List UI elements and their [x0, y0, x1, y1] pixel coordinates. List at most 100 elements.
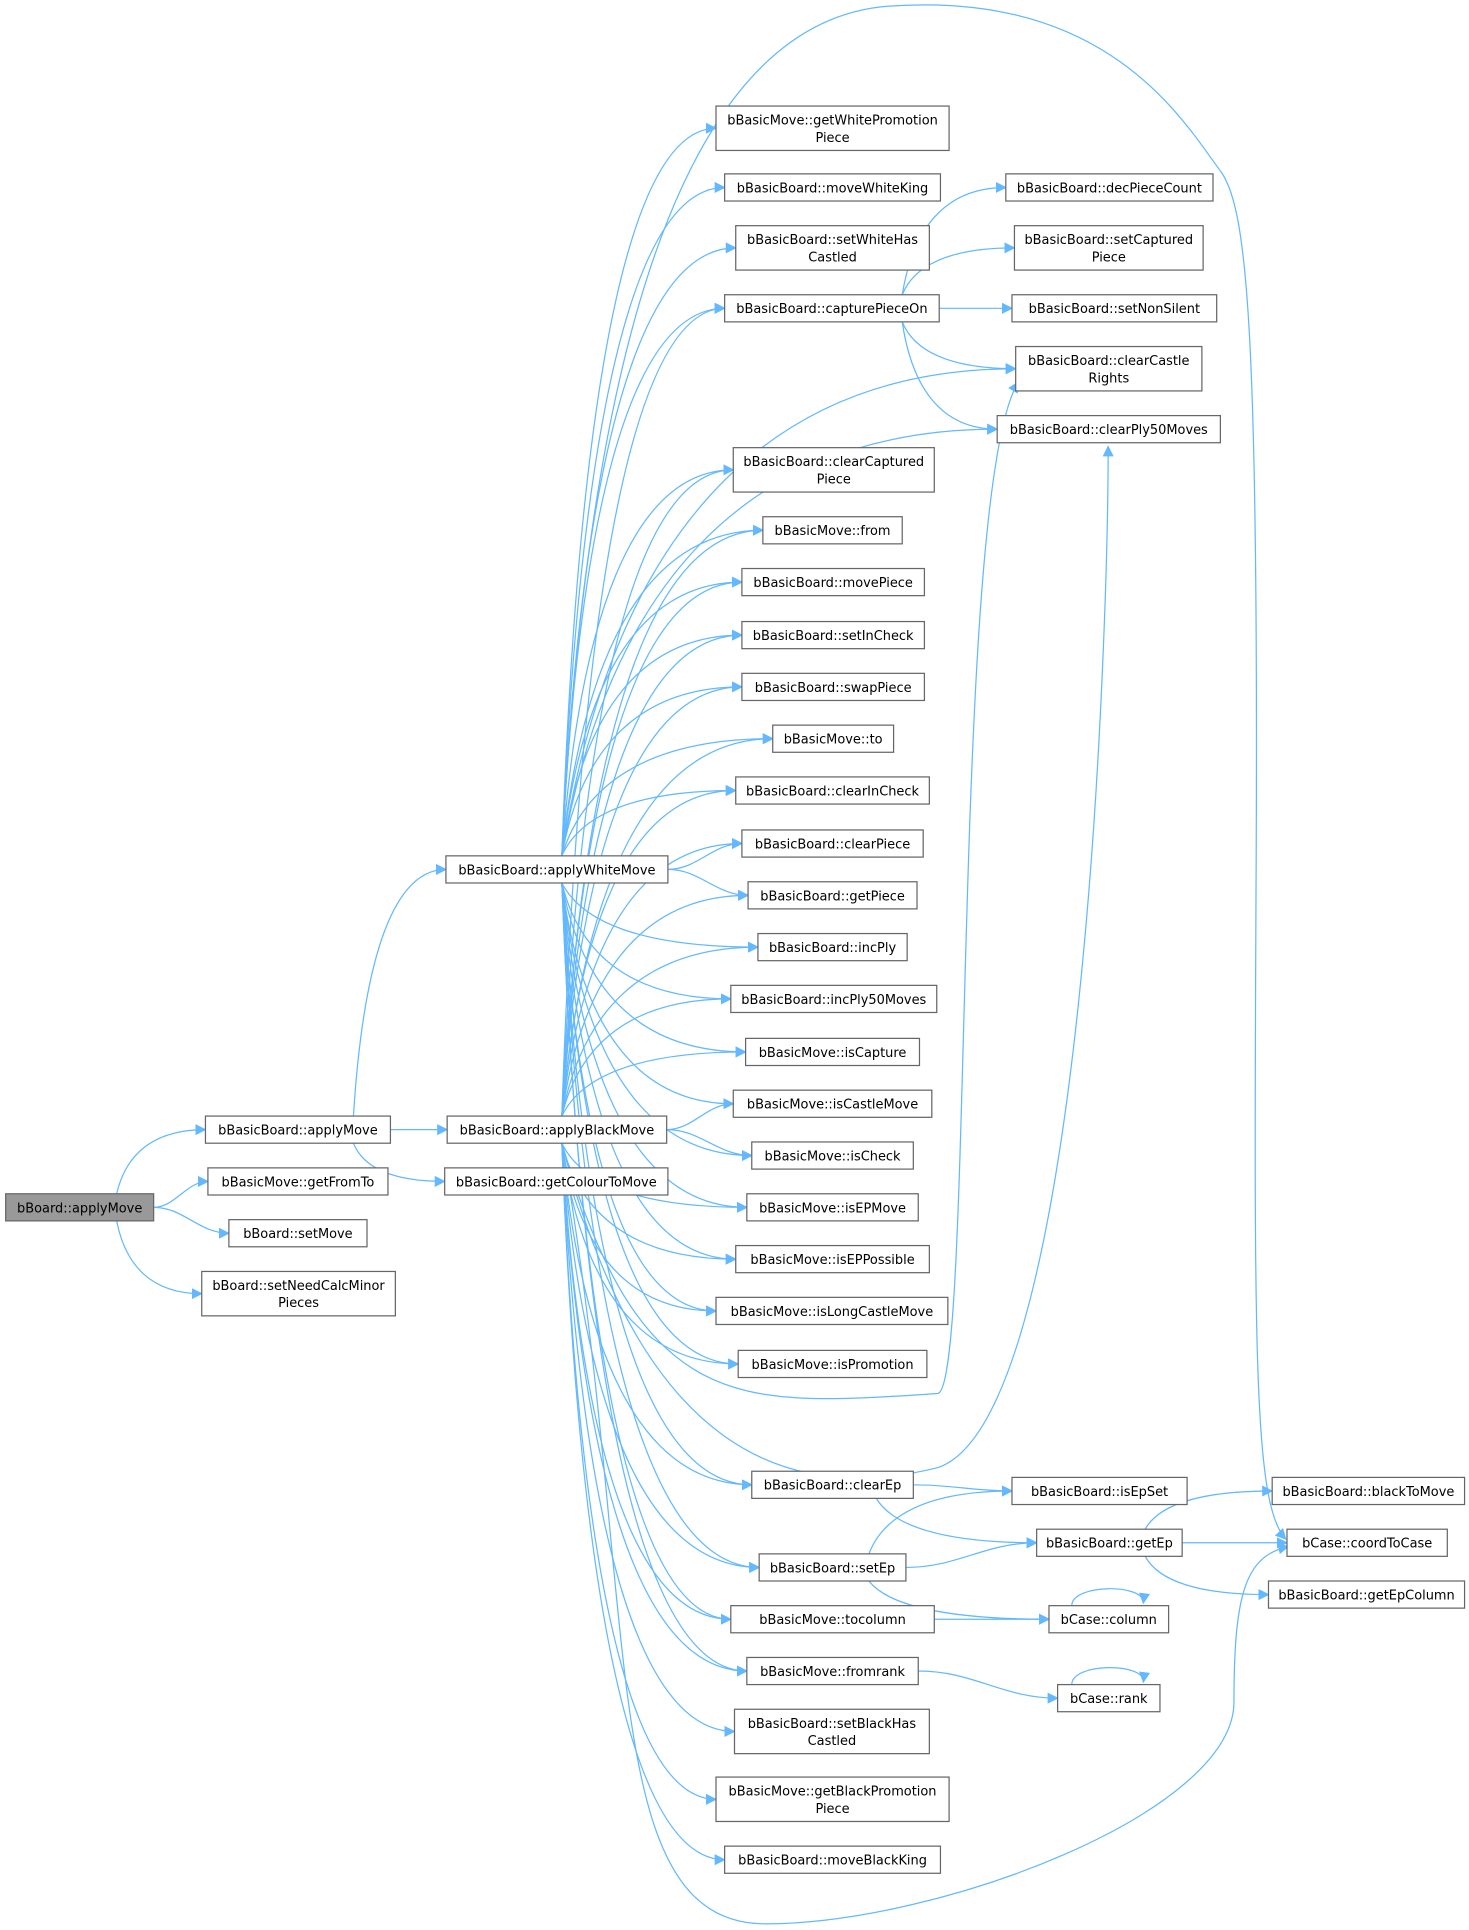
node-isEpSet[interactable]: bBasicBoard::isEpSet: [1011, 1476, 1188, 1506]
node-from[interactable]: bBasicMove::from: [762, 516, 903, 545]
edge-column-to-column: [1071, 1588, 1151, 1606]
node-setEp[interactable]: bBasicBoard::setEp: [758, 1553, 907, 1582]
node-setNonSilent[interactable]: bBasicBoard::setNonSilent: [1011, 294, 1218, 323]
node-box: [733, 1708, 930, 1755]
edge-applyBlack-to-clearPly50: [561, 445, 1114, 1479]
edge-applyWhite-to-clearPiece: [667, 837, 744, 871]
node-getEp[interactable]: bBasicBoard::getEp: [1036, 1528, 1183, 1557]
node-isCastleMove[interactable]: bBasicMove::isCastleMove: [732, 1089, 933, 1118]
node-blackToMove[interactable]: bBasicBoard::blackToMove: [1271, 1476, 1466, 1506]
edge-root-to-bbApplyMove: [116, 1124, 207, 1194]
edge-applyWhite-to-capturePieceOn: [561, 302, 726, 856]
edge-setEp-to-isEpSet: [868, 1485, 1014, 1555]
node-box: [446, 1115, 668, 1144]
node-getEpColumn[interactable]: bBasicBoard::getEpColumn: [1267, 1580, 1466, 1609]
node-rank[interactable]: bCase::rank: [1056, 1683, 1161, 1713]
node-box: [228, 1219, 368, 1248]
node-applyWhite[interactable]: bBasicBoard::applyWhiteMove: [445, 855, 669, 884]
node-getFromTo[interactable]: bBasicMove::getFromTo: [207, 1167, 389, 1196]
node-movePiece[interactable]: bBasicBoard::movePiece: [741, 567, 926, 597]
node-label: Piece: [817, 472, 851, 487]
edge-applyBlack-to-swapPiece: [561, 681, 744, 1117]
node-box: [1056, 1683, 1161, 1713]
node-clearInCheck[interactable]: bBasicBoard::clearInCheck: [735, 776, 930, 805]
edge-applyWhite-to-to: [561, 733, 774, 857]
node-clearPiece[interactable]: bBasicBoard::clearPiece: [741, 829, 924, 858]
node-label: bBasicBoard::applyWhiteMove: [458, 863, 655, 878]
node-isEPPossible[interactable]: bBasicMove::isEPPossible: [735, 1244, 930, 1274]
node-label: bBasicBoard::moveBlackKing: [738, 1854, 927, 1869]
node-box: [751, 1141, 914, 1170]
edge-applyBlack-to-moveBlackKing: [561, 1143, 726, 1866]
edge-setEp-to-getEp: [905, 1537, 1038, 1569]
node-column[interactable]: bCase::column: [1048, 1605, 1170, 1634]
node-isCheck[interactable]: bBasicMove::isCheck: [751, 1141, 914, 1170]
node-label: bBasicBoard::clearPiece: [755, 837, 910, 852]
node-label: bBasicMove::from: [775, 524, 891, 539]
node-clearPly50[interactable]: bBasicBoard::clearPly50Moves: [996, 414, 1222, 444]
node-box: [1011, 294, 1218, 323]
node-fromrank[interactable]: bBasicMove::fromrank: [746, 1656, 919, 1686]
node-isLongCastle[interactable]: bBasicMove::isLongCastleMove: [715, 1296, 949, 1326]
node-isEPMove[interactable]: bBasicMove::isEPMove: [746, 1193, 919, 1222]
nodes-layer: bBoard::applyMovebBasicBoard::applyMoveb…: [5, 105, 1466, 1874]
node-decPieceCount[interactable]: bBasicBoard::decPieceCount: [1005, 173, 1214, 202]
node-label: bBasicBoard::isEpSet: [1031, 1485, 1168, 1500]
edge-applyBlack-to-tocolumn: [561, 1143, 732, 1625]
edge-applyBlack-to-clearCastleRights: [561, 381, 1019, 1400]
node-tocolumn[interactable]: bBasicMove::tocolumn: [730, 1605, 935, 1634]
node-getPiece[interactable]: bBasicBoard::getPiece: [747, 881, 918, 910]
node-incPly[interactable]: bBasicBoard::incPly: [757, 932, 908, 962]
edge-rank-to-rank: [1071, 1667, 1151, 1685]
edge-applyWhite-to-getPiece: [667, 868, 750, 901]
node-setMove[interactable]: bBoard::setMove: [228, 1219, 368, 1248]
edge-applyWhite-to-isEPMove: [561, 882, 748, 1213]
node-applyBlack[interactable]: bBasicBoard::applyBlackMove: [446, 1115, 668, 1144]
node-isPromotion[interactable]: bBasicMove::isPromotion: [737, 1349, 928, 1379]
node-root[interactable]: bBoard::applyMove: [5, 1193, 155, 1222]
node-box: [724, 294, 940, 323]
node-label: bBasicMove::isCapture: [759, 1046, 907, 1061]
node-label: Piece: [815, 131, 849, 146]
node-label: bBasicMove::isCastleMove: [747, 1098, 918, 1113]
node-box: [757, 932, 908, 962]
node-isCapture[interactable]: bBasicMove::isCapture: [744, 1037, 921, 1067]
node-box: [746, 1193, 919, 1222]
node-label: bCase::coordToCase: [1302, 1537, 1432, 1552]
node-label: bBasicBoard::setBlackHas: [748, 1717, 917, 1732]
node-getColour[interactable]: bBasicBoard::getColourToMove: [444, 1167, 669, 1196]
node-clearEp[interactable]: bBasicBoard::clearEp: [751, 1470, 914, 1499]
node-to[interactable]: bBasicMove::to: [772, 724, 895, 753]
node-label: bBasicBoard::capturePieceOn: [736, 302, 927, 317]
node-moveBlackKing[interactable]: bBasicBoard::moveBlackKing: [724, 1845, 942, 1874]
node-capturePieceOn[interactable]: bBasicBoard::capturePieceOn: [724, 294, 940, 323]
node-incPly50[interactable]: bBasicBoard::incPly50Moves: [730, 984, 938, 1014]
node-label: bBasicBoard::getEp: [1046, 1537, 1173, 1552]
node-swapPiece[interactable]: bBasicBoard::swapPiece: [741, 672, 926, 702]
edge-root-to-setNeedCalc: [116, 1220, 203, 1300]
node-coordToCase[interactable]: bCase::coordToCase: [1286, 1528, 1448, 1557]
node-box: [772, 724, 895, 753]
node-label: bBasicMove::getWhitePromotion: [727, 114, 938, 129]
node-label: bBasicBoard::setWhiteHas: [747, 233, 918, 248]
edge-applyBlack-to-setBlackCastled: [561, 1143, 736, 1737]
edge-applyBlack-to-isCapture: [561, 1046, 747, 1117]
node-setInCheck[interactable]: bBasicBoard::setInCheck: [741, 620, 926, 650]
node-label: Rights: [1088, 371, 1129, 386]
node-moveWhiteKing[interactable]: bBasicBoard::moveWhiteKing: [724, 173, 942, 202]
edge-applyWhite-to-incPly: [561, 882, 760, 953]
node-bbApplyMove[interactable]: bBasicBoard::applyMove: [204, 1115, 392, 1144]
edge-applyWhite-to-getWhiteProm: [561, 122, 718, 856]
node-label: bBasicMove::isPromotion: [752, 1358, 914, 1373]
edge-root-to-getFromTo: [153, 1175, 210, 1208]
node-box: [1005, 173, 1214, 202]
edge-fromrank-to-rank: [918, 1670, 1059, 1704]
